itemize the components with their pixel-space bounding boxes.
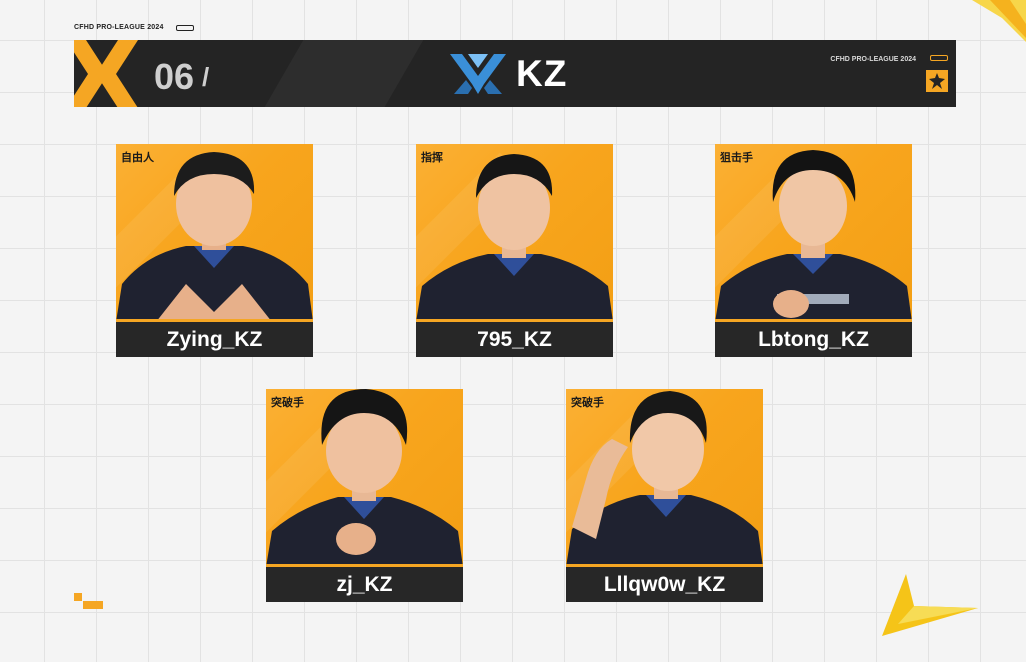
player-portrait bbox=[116, 152, 313, 322]
player-card: 突破手 Lllqw0w_KZ bbox=[566, 389, 763, 602]
player-card: 指挥 795_KZ bbox=[416, 144, 613, 357]
player-portrait bbox=[566, 391, 763, 567]
player-role: 突破手 bbox=[271, 396, 304, 409]
player-name: zj_KZ bbox=[266, 564, 463, 602]
player-role: 指挥 bbox=[421, 151, 443, 164]
player-role: 突破手 bbox=[571, 396, 604, 409]
player-photo: 自由人 bbox=[116, 144, 313, 322]
player-photo: 指挥 bbox=[416, 144, 613, 322]
player-photo: 突破手 bbox=[266, 389, 463, 567]
player-name: 795_KZ bbox=[416, 319, 613, 357]
team-name: KZ bbox=[516, 53, 568, 94]
player-card: 自由人 Zying_KZ bbox=[116, 144, 313, 357]
banner-mini-logo bbox=[930, 55, 948, 61]
player-name: Zying_KZ bbox=[116, 319, 313, 357]
chevron-logo-icon bbox=[74, 40, 138, 107]
player-portrait bbox=[266, 389, 463, 567]
player-portrait bbox=[416, 154, 613, 322]
team-number: 06 bbox=[154, 56, 195, 97]
banner-league-tag: CFHD PRO-LEAGUE 2024 bbox=[830, 56, 916, 63]
player-card: 突破手 zj_KZ bbox=[266, 389, 463, 602]
player-name: Lllqw0w_KZ bbox=[566, 564, 763, 602]
team-number-separator: / bbox=[202, 62, 210, 92]
player-portrait bbox=[715, 150, 912, 322]
player-photo: 突破手 bbox=[566, 389, 763, 567]
league-mini-logo bbox=[175, 24, 194, 31]
corner-arrow-decoration bbox=[972, 0, 1026, 42]
league-tag: CFHD PRO-LEAGUE 2024 bbox=[74, 24, 194, 31]
team-banner: 06 / KZ CFHD PRO-LEAGUE 2024 bbox=[74, 40, 956, 107]
player-photo: 狙击手 bbox=[715, 144, 912, 322]
banner-stripe bbox=[264, 40, 424, 107]
corner-arrow-decoration bbox=[882, 574, 978, 636]
league-tag-text: CFHD PRO-LEAGUE 2024 bbox=[74, 24, 164, 31]
player-name: Lbtong_KZ bbox=[715, 319, 912, 357]
player-role: 狙击手 bbox=[720, 151, 753, 164]
star-badge-icon bbox=[926, 70, 948, 92]
team-logo-icon bbox=[450, 54, 506, 94]
player-card: 狙击手 Lbtong_KZ bbox=[715, 144, 912, 357]
player-role: 自由人 bbox=[121, 151, 154, 164]
